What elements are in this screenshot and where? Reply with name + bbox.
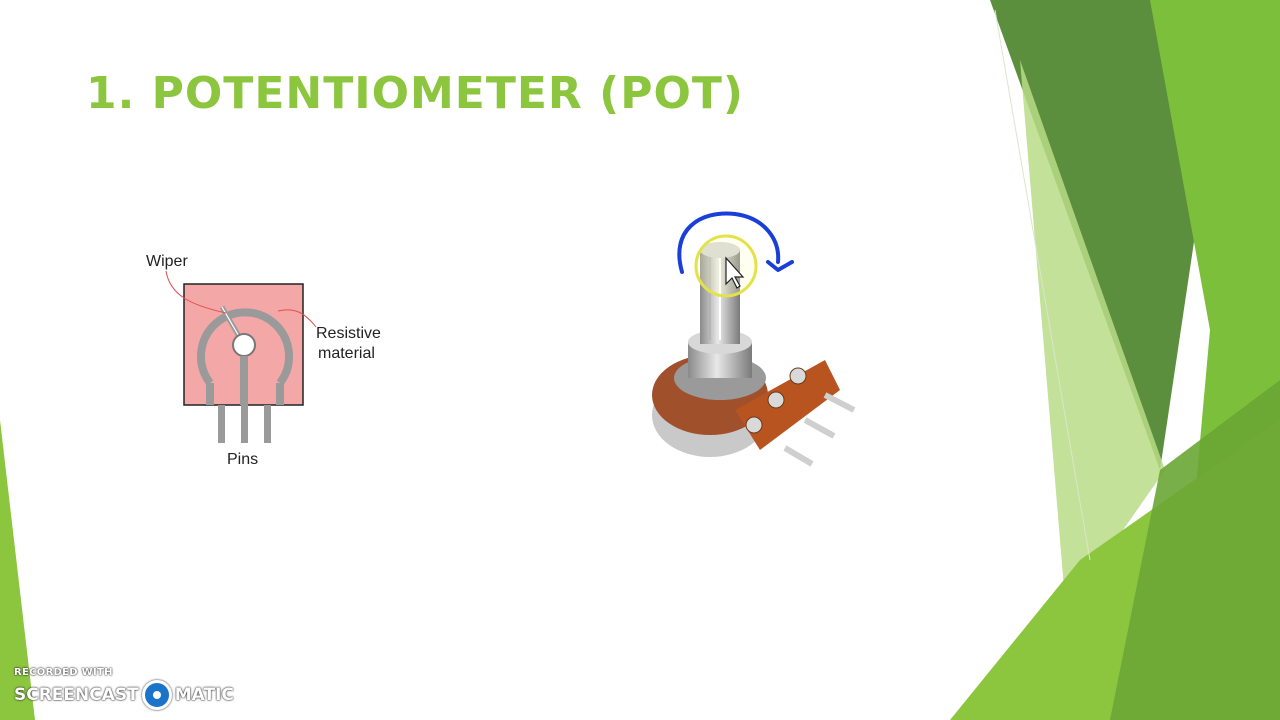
watermark-brand-left: SCREENCAST <box>14 685 139 705</box>
green-shard-light <box>990 60 1165 720</box>
label-pins: Pins <box>227 451 258 468</box>
slide-title: 1. POTENTIOMETER (POT) <box>86 68 744 119</box>
label-resistive-1: Resistive <box>316 325 381 342</box>
green-shard-dark <box>990 0 1230 470</box>
potentiometer-photo <box>652 211 856 467</box>
pin-left <box>218 405 225 443</box>
label-resistive-2: material <box>318 345 375 362</box>
label-wiper: Wiper <box>146 253 188 270</box>
screencast-logo-icon <box>141 680 172 710</box>
green-shard-bottom-dark <box>1110 380 1280 720</box>
watermark-brand-right: MATIC <box>174 685 234 705</box>
pin-middle <box>241 405 248 443</box>
solder-pad <box>745 416 763 434</box>
solder-pad <box>767 391 785 409</box>
cursor-icon <box>725 256 745 289</box>
rotation-arrow <box>677 211 781 274</box>
potentiometer-diagram: Wiper Resistive material Pins <box>146 253 381 468</box>
watermark-recorded-with: RECORDED WITH <box>14 667 113 678</box>
green-shard-left <box>0 420 35 720</box>
pin-right <box>264 405 271 443</box>
solder-pad <box>789 367 807 385</box>
screencast-watermark: RECORDED WITH SCREENCAST MATIC <box>14 667 234 710</box>
